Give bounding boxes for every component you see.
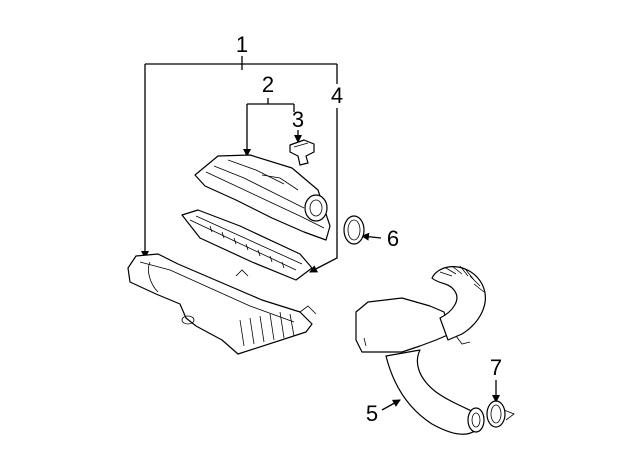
callout-7-label: 7 xyxy=(489,355,503,380)
callout-6-label: 6 xyxy=(386,226,400,251)
air-cleaner-case xyxy=(127,253,317,355)
hose-clamp-upper xyxy=(343,215,365,245)
callout-1-label: 1 xyxy=(235,32,249,57)
callout-2-label: 2 xyxy=(261,72,275,97)
callout-4-label: 4 xyxy=(330,83,344,108)
callout-3-label: 3 xyxy=(291,107,305,132)
leader-lines xyxy=(141,56,500,411)
air-filter-element xyxy=(181,209,313,281)
air-flow-sensor xyxy=(289,139,315,166)
air-cleaner-cover xyxy=(194,154,331,241)
hose-clamp-lower xyxy=(486,400,515,428)
intake-hose xyxy=(355,265,486,435)
callout-5-label: 5 xyxy=(365,401,379,426)
